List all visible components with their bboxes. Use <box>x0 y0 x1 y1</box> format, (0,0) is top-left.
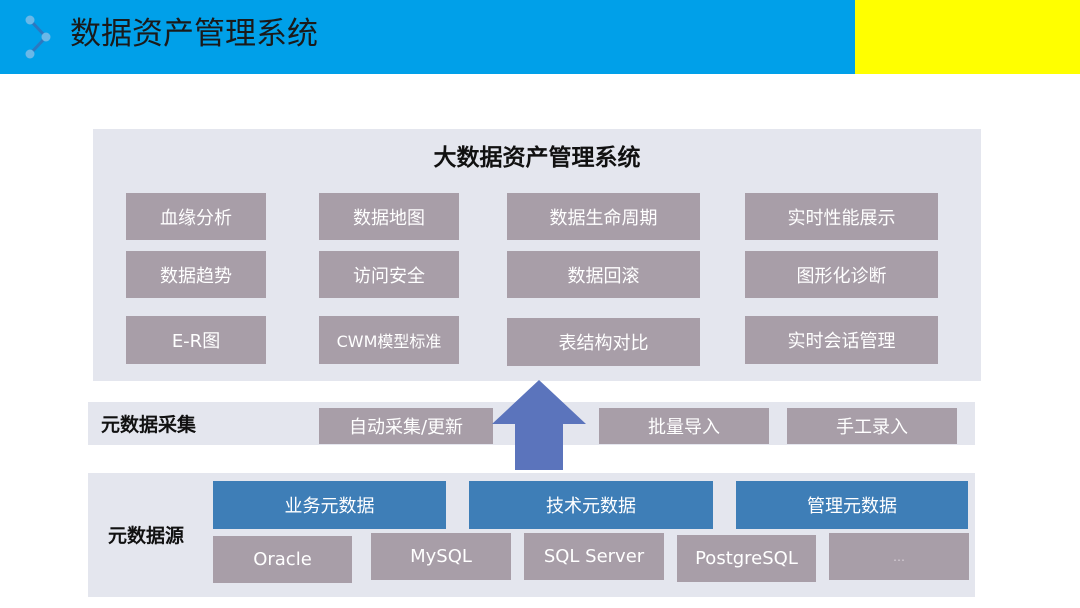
module-cwm-standard: CWM模型标准 <box>319 316 459 364</box>
module-lineage-analysis: 血缘分析 <box>126 193 266 240</box>
collection-batch-import: 批量导入 <box>599 408 769 444</box>
source-mysql: MySQL <box>371 533 511 580</box>
module-er-diagram: E-R图 <box>126 316 266 364</box>
module-data-trend: 数据趋势 <box>126 251 266 298</box>
module-realtime-performance: 实时性能展示 <box>745 193 938 240</box>
up-arrow-icon <box>492 380 586 470</box>
module-data-lifecycle: 数据生命周期 <box>507 193 700 240</box>
module-graphical-diagnosis: 图形化诊断 <box>745 251 938 298</box>
source-postgresql: PostgreSQL <box>677 535 816 582</box>
source-sql-server: SQL Server <box>524 533 664 580</box>
metadata-business: 业务元数据 <box>213 481 446 529</box>
metadata-technical: 技术元数据 <box>469 481 713 529</box>
module-table-structure-compare: 表结构对比 <box>507 318 700 366</box>
collection-auto-update: 自动采集/更新 <box>319 408 493 444</box>
source-label: 元数据源 <box>108 525 185 547</box>
collection-label: 元数据采集 <box>101 414 197 436</box>
collection-manual-entry: 手工录入 <box>787 408 957 444</box>
header-accent-block <box>855 0 1080 74</box>
module-access-security: 访问安全 <box>319 251 459 298</box>
module-realtime-session: 实时会话管理 <box>745 316 938 364</box>
source-more: … <box>829 533 969 580</box>
module-data-rollback: 数据回滚 <box>507 251 700 298</box>
header-bar <box>0 0 855 74</box>
source-oracle: Oracle <box>213 536 352 583</box>
share-nodes-icon <box>25 15 51 59</box>
page-title: 数据资产管理系统 <box>70 16 318 52</box>
metadata-management: 管理元数据 <box>736 481 968 529</box>
system-title: 大数据资产管理系统 <box>433 145 641 171</box>
module-data-map: 数据地图 <box>319 193 459 240</box>
